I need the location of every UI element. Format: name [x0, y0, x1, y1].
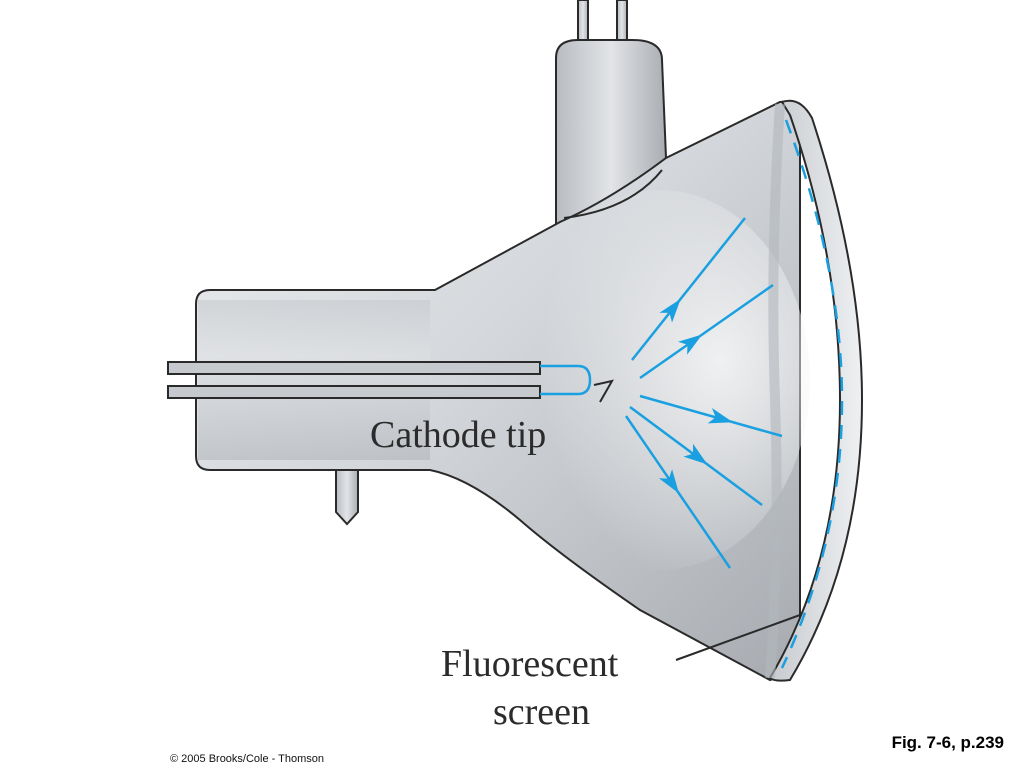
screen-leader-line: [675, 614, 801, 661]
screen-rim: [765, 103, 785, 679]
stem-joint-curve: [563, 169, 663, 219]
electron-ray-2: [639, 283, 774, 380]
electron-ray-arrowhead-5: [658, 469, 679, 494]
bottom-stub: [335, 469, 359, 526]
electrode-rods: [167, 361, 541, 399]
electron-ray-3: [639, 394, 783, 438]
electron-ray-1: [631, 217, 746, 361]
fluorescent-coating: [780, 119, 844, 669]
screen-label-line2: screen: [493, 691, 590, 733]
glass-highlight: [510, 190, 810, 570]
electron-ray-arrowhead-3: [707, 408, 733, 424]
electron-ray-arrowhead-4: [683, 443, 708, 465]
cathode-tip-loop: [540, 364, 592, 396]
cathode-pointer: [593, 379, 614, 403]
screen-label-line1: Fluorescent: [441, 643, 619, 685]
cathode-label: Cathode tip: [370, 414, 546, 456]
neck-shading: [198, 300, 430, 460]
screen-face: [768, 99, 864, 682]
electron-ray-arrowhead-2: [678, 334, 703, 355]
electron-ray-arrowhead-1: [659, 298, 681, 323]
copyright-credit: © 2005 Brooks/Cole - Thomson: [170, 753, 325, 765]
top-pins: [577, 0, 628, 43]
electron-rays: [624, 217, 783, 569]
figure-reference: Fig. 7-6, p.239: [891, 733, 1004, 752]
